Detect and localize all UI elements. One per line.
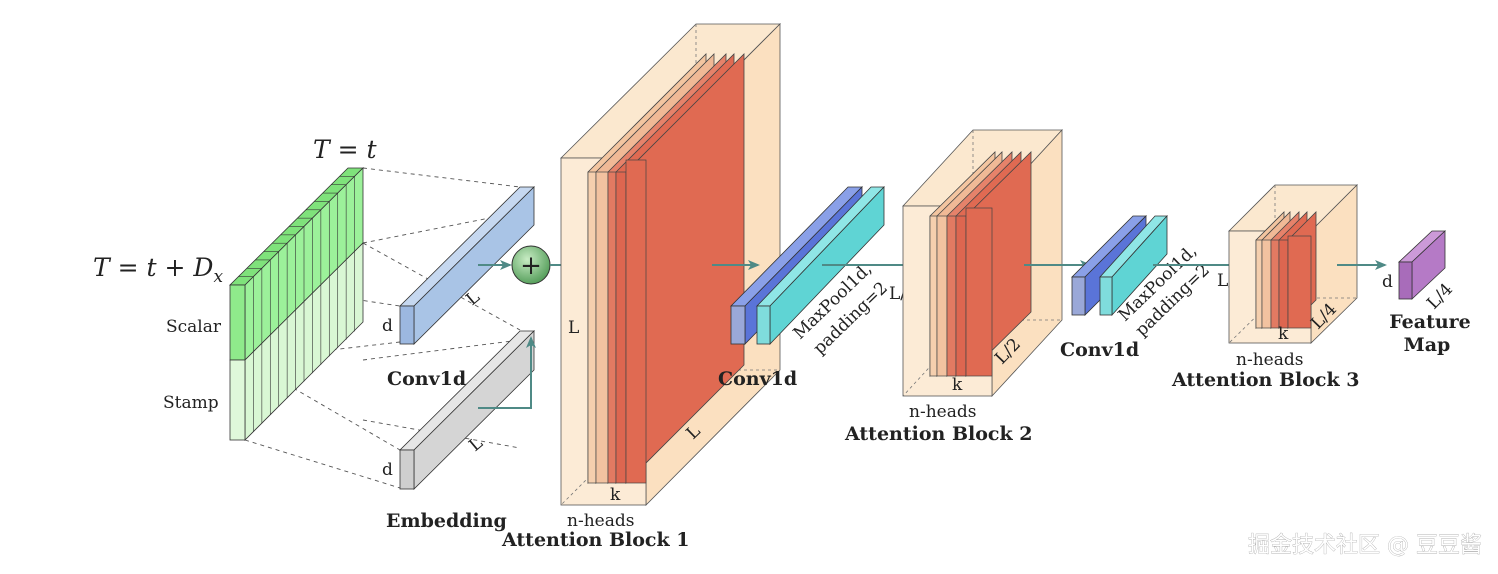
feature-map-title-2: Map xyxy=(1404,334,1451,356)
time-label-left: T = t + Dx xyxy=(93,253,223,287)
add-node: + xyxy=(511,245,551,285)
ab2-heads-label: n-heads xyxy=(909,402,976,422)
feature-map-l-label: L/4 xyxy=(1423,280,1457,314)
conv1d-2-title: Conv1d xyxy=(718,368,797,390)
stamp-label: Stamp xyxy=(163,393,219,413)
ab3-k-label: k xyxy=(1278,324,1289,344)
ab2-heads xyxy=(929,151,1032,377)
conv1d-l-label: L xyxy=(462,287,484,310)
conv1d-block: d L Conv1d xyxy=(382,186,535,390)
feature-map-block: d L/4 Feature Map xyxy=(1382,230,1471,356)
ab1-heads-label: n-heads xyxy=(567,511,634,531)
ab2-title: Attention Block 2 xyxy=(844,423,1032,445)
plus-icon: + xyxy=(520,251,542,281)
ab1-title: Attention Block 1 xyxy=(501,529,689,551)
ab1-heads xyxy=(587,53,745,484)
feature-map-title-1: Feature xyxy=(1389,311,1471,333)
attention-block-1: L L k n-heads Attention Block 1 xyxy=(501,23,781,551)
ab2-k-label: k xyxy=(952,375,963,395)
ab3-heads xyxy=(1255,211,1317,329)
attention-block-3: L/4 k n-heads Attention Block 3 xyxy=(1171,184,1359,391)
feature-map-d-label: d xyxy=(1382,272,1393,292)
input-tensor: T = t T = t + Dx Scalar Stamp xyxy=(93,135,521,489)
flow-arrows-in xyxy=(478,260,536,409)
conv1d-title: Conv1d xyxy=(387,368,466,390)
watermark: 掘金技术社区 @ 豆豆酱 xyxy=(1248,533,1482,558)
conv1d-3-title: Conv1d xyxy=(1060,339,1139,361)
ab3-title: Attention Block 3 xyxy=(1171,369,1359,391)
time-label-top: T = t xyxy=(313,135,378,164)
ab1-k-label: k xyxy=(610,485,621,505)
attention-block-2: L/2 k n-heads Attention Block 2 xyxy=(844,128,1063,445)
scalar-label: Scalar xyxy=(166,317,222,337)
embedding-block: d L Embedding xyxy=(382,330,535,532)
embedding-title: Embedding xyxy=(386,510,507,532)
embedding-d-label: d xyxy=(382,460,393,480)
embedding-l-label: L xyxy=(465,433,487,456)
ab3-heads-label: n-heads xyxy=(1236,350,1303,370)
ab1-l-label: L xyxy=(568,318,579,338)
conv1d-d-label: d xyxy=(382,316,393,336)
